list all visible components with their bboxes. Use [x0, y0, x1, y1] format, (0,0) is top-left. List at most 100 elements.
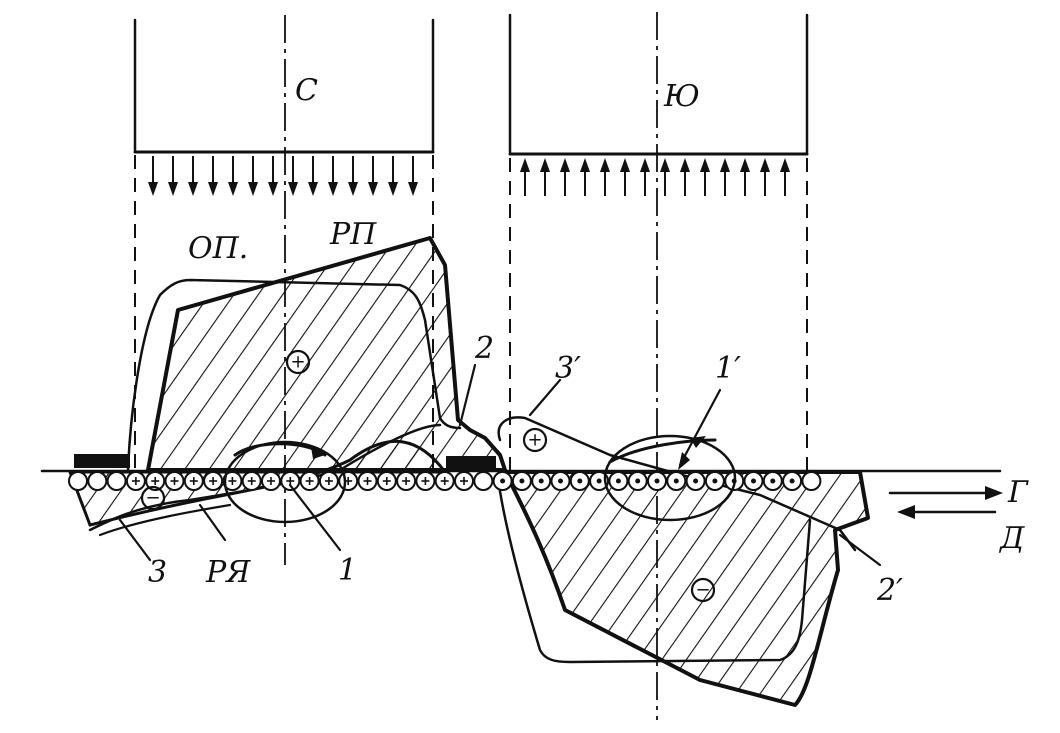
- conductor: [782, 471, 803, 491]
- conductor: [762, 471, 783, 491]
- flux-arrow-up: [700, 158, 710, 196]
- conductor: [396, 471, 417, 491]
- flux-arrow-down: [168, 156, 178, 196]
- lower-left-outline-inner: [98, 503, 232, 537]
- pole-north: [133, 18, 435, 196]
- conductor: [569, 471, 590, 491]
- flux-arrow-up: [740, 158, 750, 196]
- conductor: [183, 471, 204, 491]
- conductor: [454, 471, 474, 491]
- pointer-1p: [678, 388, 722, 467]
- flux-arrow-down: [248, 156, 258, 196]
- direction-arrows: [888, 486, 1003, 519]
- flux-arrow-up: [720, 158, 730, 196]
- pointer-3p: [528, 378, 562, 417]
- conductor: [241, 471, 262, 491]
- label-1: 1: [338, 553, 357, 588]
- label-2p: 2′: [876, 573, 903, 608]
- label-dir-d: Д: [998, 521, 1025, 556]
- conductor: [376, 471, 397, 491]
- conductor: [261, 471, 281, 491]
- label-working-bottom: РЯ: [205, 555, 251, 590]
- sign-plus-flap: +: [522, 427, 548, 453]
- conductor: [280, 471, 301, 491]
- flux-arrow-down: [388, 156, 398, 196]
- flux-arrow-down: [208, 156, 218, 196]
- upper-hatched-region: [146, 236, 507, 472]
- label-1p: 1′: [715, 351, 741, 386]
- conductor: [357, 471, 378, 491]
- conductor: [589, 471, 610, 491]
- conductor: [203, 471, 224, 491]
- lower-right-hatched-region: [503, 470, 870, 707]
- flux-arrow-down: [308, 156, 318, 196]
- label-3p: 3′: [555, 351, 581, 386]
- flux-arrow-up: [680, 158, 690, 196]
- label-working-top: РП: [329, 217, 377, 252]
- south-flux-arrows: [520, 158, 790, 196]
- conductor: [125, 471, 146, 491]
- conductor: [68, 471, 88, 491]
- conductor: [685, 471, 706, 491]
- flux-arrow-down: [348, 156, 358, 196]
- lower-right-outline: [496, 476, 812, 664]
- flux-arrow-up: [600, 158, 610, 196]
- flux-arrow-down: [148, 156, 158, 196]
- svg-text:+: +: [290, 352, 305, 373]
- conductor: [608, 471, 629, 491]
- pointer-2: [458, 363, 477, 427]
- flux-arrow-up: [560, 158, 570, 196]
- flux-arrow-up: [760, 158, 770, 196]
- conductor: [743, 471, 764, 491]
- left-contact-block: [74, 454, 130, 468]
- flux-arrow-down: [268, 156, 278, 196]
- flux-arrow-up: [780, 158, 790, 196]
- pole-south: [508, 13, 809, 196]
- label-2: 2: [474, 331, 494, 366]
- conductor: [492, 471, 513, 491]
- conductor: [434, 471, 455, 491]
- conductor: [550, 471, 571, 491]
- conductor: [164, 471, 185, 491]
- svg-text:−: −: [145, 488, 160, 509]
- conductor: [531, 471, 552, 491]
- zone-1-loop: [223, 440, 347, 524]
- north-flux-arrows: [148, 156, 418, 196]
- flux-arrow-down: [288, 156, 298, 196]
- conductor: [338, 471, 359, 491]
- conductor-row: [68, 471, 822, 491]
- flux-arrow-down: [188, 156, 198, 196]
- label-3: 3: [148, 555, 167, 590]
- conductor: [511, 471, 532, 491]
- pointer-1p-head: [678, 452, 690, 470]
- label-dir-g: Г: [1007, 475, 1029, 510]
- pointer-3: [118, 518, 152, 562]
- label-pole-south: Ю: [663, 79, 700, 114]
- flux-arrow-down: [328, 156, 338, 196]
- conductor: [415, 471, 436, 491]
- pointer-1: [288, 483, 342, 552]
- sign-minus-lower: −: [690, 577, 716, 603]
- pointer-2p: [838, 533, 882, 567]
- label-edge-zone: ОП.: [188, 231, 248, 266]
- conductor: [627, 471, 648, 491]
- conductor: [704, 471, 725, 491]
- conductor: [647, 471, 667, 491]
- sign-minus-left: −: [140, 485, 166, 511]
- svg-text:−: −: [695, 580, 710, 601]
- conductor: [666, 471, 687, 491]
- flux-arrow-up: [580, 158, 590, 196]
- conductor: [801, 471, 822, 491]
- flux-arrow-up: [660, 158, 670, 196]
- right-contact-block: [446, 456, 496, 470]
- conductor: [299, 471, 320, 491]
- flux-arrow-down: [408, 156, 418, 196]
- upper-outline-curve: [126, 278, 462, 472]
- flux-arrow-up: [640, 158, 650, 196]
- label-pole-north: С: [295, 73, 318, 108]
- conductor: [473, 471, 494, 491]
- sign-plus-upper: +: [285, 349, 311, 375]
- conductor: [106, 471, 127, 491]
- flux-arrow-up: [520, 158, 530, 196]
